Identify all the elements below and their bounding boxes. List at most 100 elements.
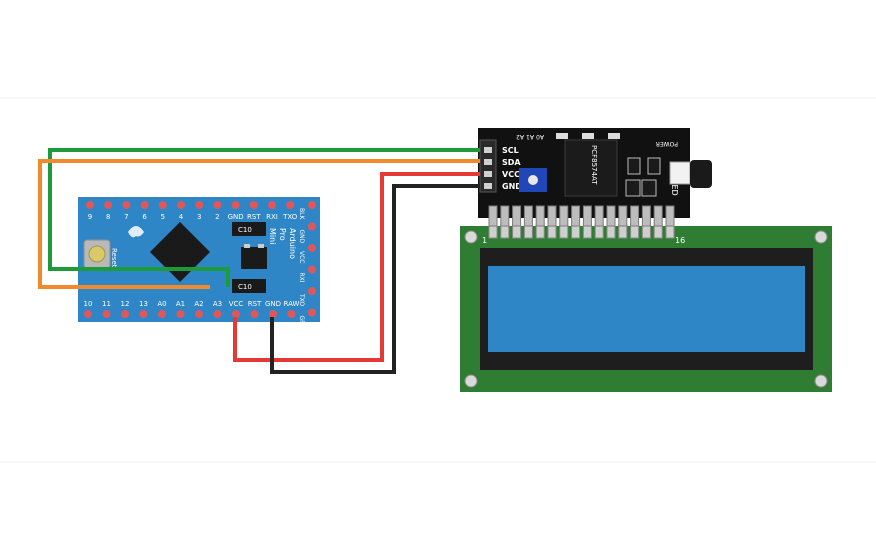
i2c-pin-label-gnd: GND (502, 182, 522, 191)
i2c-pin-label-vcc: VCC (502, 170, 520, 179)
led-jumper[interactable] (669, 161, 691, 185)
i2c-pin-6 (547, 205, 557, 227)
pad-bottom-11 (287, 310, 296, 318)
i2c-pin-11 (606, 205, 616, 227)
i2c-pin-label-scl: SCL (502, 146, 519, 155)
board-text: Arduino Pro Mini (268, 228, 297, 259)
pad-bottom-0 (84, 310, 92, 318)
wire-scl (48, 148, 480, 287)
pin-label-top-0: 9 (88, 213, 92, 221)
pad-bottom-9 (250, 310, 259, 318)
pin-label-bottom-11: RAW (284, 300, 300, 308)
pin-label-right-4: TXO (298, 293, 305, 306)
pad-top-5 (177, 201, 185, 209)
pin-label-bottom-1: 11 (102, 300, 111, 308)
pin-label-right-3: RXI (298, 273, 305, 283)
pad-top-6 (195, 201, 204, 209)
i2c-pin-2 (500, 205, 510, 227)
board-text-arduino: Arduino (288, 228, 297, 259)
pad-top-0 (86, 201, 94, 209)
reset-label: Reset (110, 248, 118, 268)
lcd-mount-hole-tl (464, 230, 478, 244)
reset-button-cap (88, 245, 106, 263)
i2c-header-pin-vcc (484, 171, 492, 177)
pin-label-top-1: 8 (106, 213, 110, 221)
pad-right-4 (308, 287, 316, 295)
pin-label-right-5: GRN (298, 316, 305, 329)
board-text-pro: Pro (278, 228, 287, 241)
i2c-pin-5 (535, 205, 545, 227)
lcd-pin-row (488, 223, 675, 239)
pad-top-1 (104, 201, 113, 209)
pad-right-0 (308, 201, 316, 209)
lcd-screen (488, 266, 805, 352)
lcd-mount-hole-bl (464, 374, 478, 388)
pin-label-top-10: RXI (266, 213, 278, 221)
pad-bottom-2 (121, 310, 129, 318)
pad-bottom-10 (269, 310, 277, 318)
led-jumper-cap (690, 160, 712, 188)
pad-bottom-3 (139, 310, 148, 318)
pad-right-1 (308, 222, 316, 231)
pad-bottom-8 (232, 310, 240, 318)
pad-top-8 (231, 201, 240, 209)
address-a2: A2 (516, 133, 524, 140)
lcd-16x2: 1 16 (460, 223, 832, 392)
i2c-pin-10 (594, 205, 604, 227)
pin-label-bottom-2: 12 (121, 300, 130, 308)
address-a0: A0 (536, 133, 544, 140)
pin-label-bottom-5: A1 (176, 300, 185, 308)
i2c-pin-label-sda: SDA (502, 158, 521, 167)
pad-top-11 (286, 201, 295, 209)
i2c-header-pin-sda (484, 159, 492, 165)
pin-label-bottom-7: A3 (213, 300, 222, 308)
lcd-pin-first-label: 1 (482, 236, 487, 245)
pad-bottom-5 (176, 310, 185, 318)
pin-label-top-5: 4 (179, 213, 184, 221)
arduino-logo-icon (128, 226, 144, 238)
pin-label-top-6: 3 (197, 213, 201, 221)
pin-label-bottom-3: 13 (139, 300, 148, 308)
led-label: LED (670, 180, 679, 196)
i2c-pin-14 (641, 205, 651, 227)
pin-label-right-2: VCC (298, 251, 305, 263)
resistor-bottom (232, 279, 266, 293)
pad-top-4 (158, 201, 167, 209)
lcd-pin-last-label: 16 (675, 236, 685, 245)
wire-sda (38, 159, 480, 289)
i2c-pin-7 (559, 205, 569, 227)
i2c-lcd-pins (488, 205, 675, 227)
pcf8574-chip (564, 139, 618, 197)
i2c-pin-16 (665, 205, 675, 227)
pin-label-bottom-4: A0 (157, 300, 166, 308)
i2c-pin-13 (630, 205, 640, 227)
pin-label-right-1: GND (298, 230, 305, 244)
pin-label-bottom-8: VCC (229, 300, 244, 308)
pad-bottom-6 (195, 310, 203, 318)
pin-label-bottom-10: GND (265, 300, 281, 308)
pad-top-3 (140, 201, 149, 209)
pin-label-top-3: 6 (142, 213, 147, 221)
arduino-right-pads: BLK GND VCC RXI TXO GRN (298, 201, 316, 329)
i2c-header-pin-scl (484, 147, 492, 153)
pin-label-top-8: GND (228, 213, 244, 221)
voltage-regulator (241, 247, 267, 269)
pin-label-right-0: BLK (298, 208, 305, 220)
potentiometer-knob (528, 175, 538, 185)
pad-right-5 (308, 308, 316, 317)
lcd-mount-hole-tr (814, 230, 828, 244)
pin-label-bottom-9: RST (248, 300, 262, 308)
pad-top-7 (213, 201, 222, 209)
pad-bottom-1 (102, 310, 111, 318)
i2c-pin-4 (523, 205, 533, 227)
i2c-pin-15 (653, 205, 663, 227)
pin-label-bottom-6: A2 (194, 300, 203, 308)
pad-right-2 (308, 244, 316, 252)
pin-label-top-4: 5 (161, 213, 165, 221)
pin-label-top-2: 7 (124, 213, 128, 221)
wire-vcc (233, 172, 480, 362)
